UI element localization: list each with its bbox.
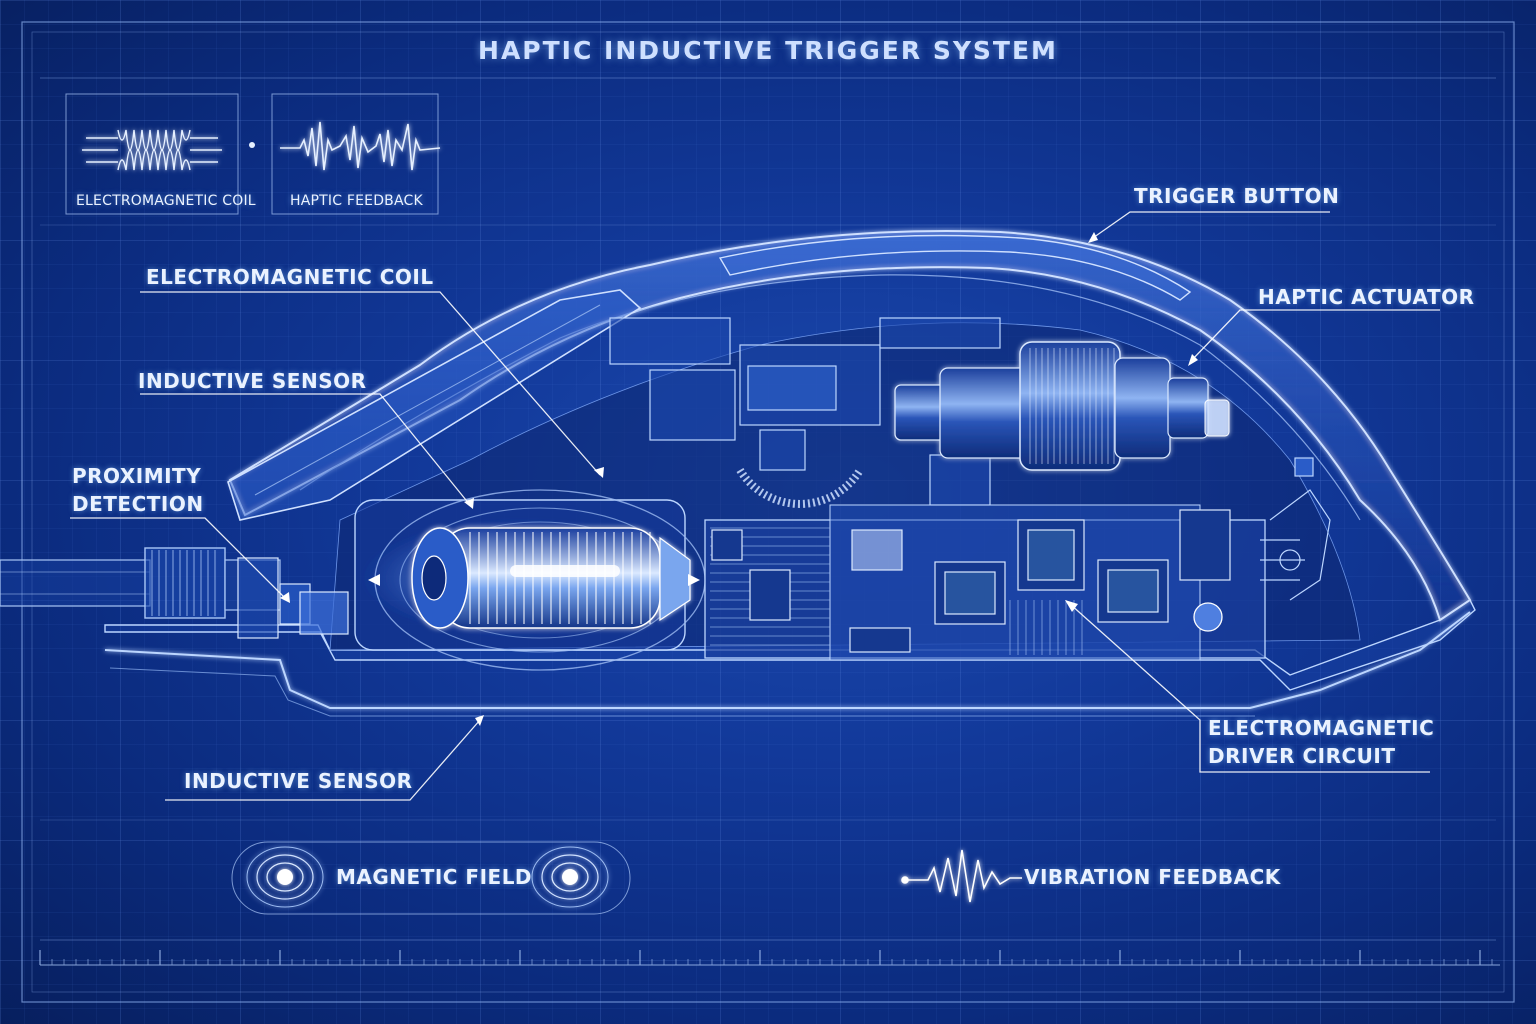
label-electromagnetic-coil: ELECTROMAGNETIC COIL <box>146 265 434 289</box>
mouse-cutaway <box>0 229 1476 717</box>
bottom-ruler <box>39 950 1500 966</box>
label-trigger-button: TRIGGER BUTTON <box>1134 184 1340 208</box>
label-magnetic-field: MAGNETIC FIELD <box>336 865 533 889</box>
label-haptic-actuator: HAPTIC ACTUATOR <box>1258 285 1475 309</box>
label-driver-line2: DRIVER CIRCUIT <box>1208 744 1396 768</box>
chips <box>711 509 1231 653</box>
outer-frame <box>21 21 1515 1003</box>
legend-coil-box <box>65 93 239 215</box>
legend-haptic-label: HAPTIC FEEDBACK <box>290 193 423 209</box>
label-vibration-feedback: VIBRATION FEEDBACK <box>1024 865 1281 889</box>
magnetic-field-left-icon <box>246 846 324 908</box>
label-driver-circuit: ELECTROMAGNETIC DRIVER CIRCUIT <box>1208 714 1434 770</box>
haptic-actuator-part <box>894 341 1230 471</box>
electromagnetic-coil-part <box>360 518 691 638</box>
label-proximity-line2: DETECTION <box>72 492 204 516</box>
coil-symbol-icon <box>82 129 222 171</box>
legend-haptic-box <box>271 93 441 215</box>
label-inductive-sensor-bottom: INDUCTIVE SENSOR <box>184 769 413 793</box>
leader-lines <box>70 211 1440 801</box>
haptic-wave-icon <box>280 121 441 171</box>
upper-mechanism <box>609 317 1001 506</box>
driver-circuit-board <box>704 504 1301 661</box>
diagram-title: HAPTIC INDUCTIVE TRIGGER SYSTEM <box>478 36 1058 65</box>
legend-coil-label: ELECTROMAGNETIC COIL <box>76 193 256 209</box>
magnetic-field-legend <box>231 841 631 915</box>
mouse-shell <box>228 229 1472 622</box>
label-driver-line1: ELECTROMAGNETIC <box>1208 716 1435 740</box>
label-inductive-sensor-top: INDUCTIVE SENSOR <box>138 369 367 393</box>
label-proximity-detection: PROXIMITY DETECTION <box>72 462 204 518</box>
vibration-wave-icon <box>901 849 1022 903</box>
label-proximity-line1: PROXIMITY <box>72 464 202 488</box>
magnetic-field-right-icon <box>531 846 609 908</box>
trigger-button-part <box>718 234 1192 301</box>
